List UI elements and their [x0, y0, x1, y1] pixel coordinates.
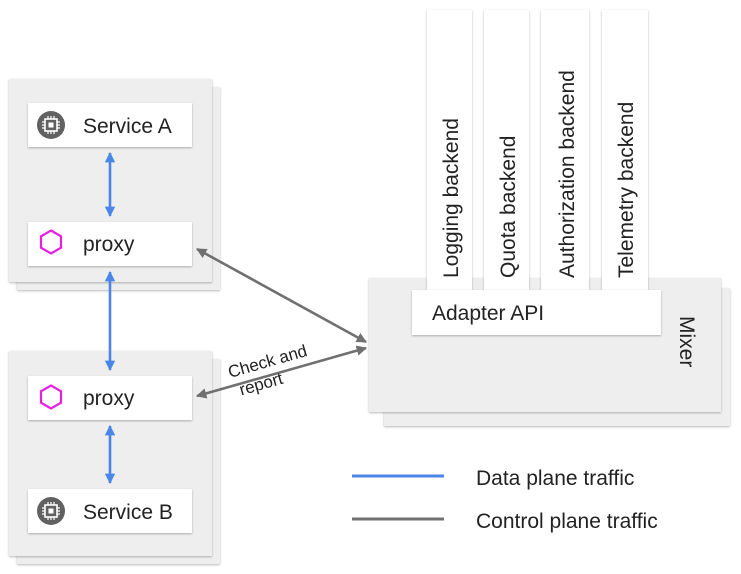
backend-label-logging: Logging backend — [440, 118, 463, 278]
backend-logging — [427, 10, 472, 290]
service-a-label: Service A — [83, 115, 172, 138]
mixer-panel: Logging backend Quota backend Authorizat… — [369, 10, 730, 426]
legend-label-control-plane: Control plane traffic — [476, 510, 658, 533]
pod-bottom: proxy Service B — [9, 351, 220, 564]
backend-telemetry — [602, 10, 648, 290]
chip-icon — [37, 497, 65, 525]
proxy-b-box — [28, 376, 192, 420]
control-plane-arrows — [195, 247, 368, 399]
pod-top: Service A proxy — [9, 79, 220, 290]
arrow-proxy-a-mixer — [196, 247, 367, 344]
hexagon-icon — [39, 229, 63, 255]
backend-label-authorization: Authorization backend — [556, 70, 579, 278]
chip-icon — [37, 111, 65, 139]
adapter-api-label: Adapter API — [432, 302, 544, 325]
proxy-b-label: proxy — [83, 387, 135, 410]
proxy-a-label: proxy — [83, 233, 135, 256]
legend-label-data-plane: Data plane traffic — [476, 467, 634, 490]
proxy-a-box — [28, 222, 192, 266]
backend-label-telemetry: Telemetry backend — [615, 102, 638, 278]
backend-quota — [484, 10, 529, 290]
backend-authorization — [541, 10, 589, 290]
legend: Data plane traffic Control plane traffic — [352, 467, 658, 533]
arrow-proxy-b-mixer — [195, 345, 368, 399]
mixer-label: Mixer — [675, 316, 698, 367]
check-and-report-label: Check and report — [226, 341, 309, 399]
backend-label-quota: Quota backend — [497, 136, 520, 278]
adapter-api-box — [412, 290, 661, 335]
hexagon-icon — [39, 384, 63, 410]
service-b-label: Service B — [83, 501, 173, 524]
